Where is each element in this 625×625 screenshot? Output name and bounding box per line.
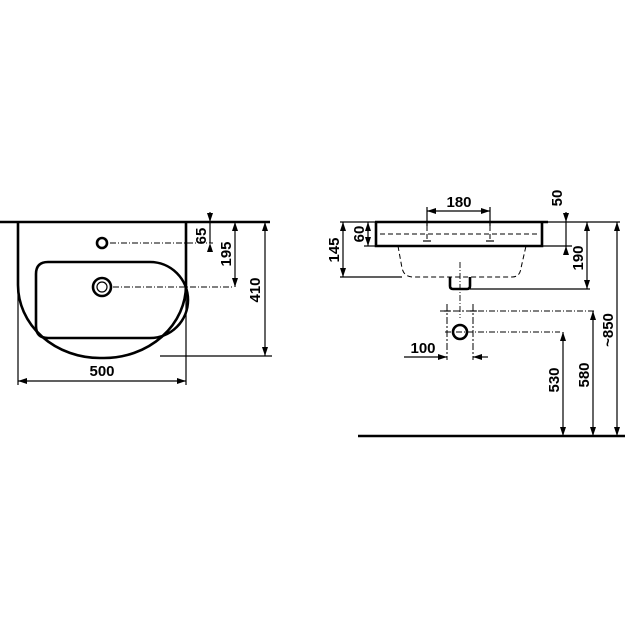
tap-hole-left — [423, 226, 431, 242]
side-view: 180 50 60 145 190 — [326, 190, 625, 438]
dimension-580: 580 — [576, 311, 596, 436]
dimension-label-100: 100 — [410, 340, 435, 357]
dimension-label-50: 50 — [549, 190, 566, 207]
dimension-label-190: 190 — [570, 245, 587, 270]
dimension-180: 180 — [426, 194, 491, 226]
basin-rim-profile — [374, 222, 544, 248]
dimension-410: 410 — [247, 222, 268, 356]
dimension-145: 145 — [326, 222, 346, 277]
dimension-label-850: ~850 — [600, 313, 617, 347]
dimension-190: 190 — [570, 222, 590, 289]
dimension-label-530: 530 — [546, 367, 563, 392]
dimension-60: 60 — [351, 222, 371, 246]
waste-outlet-top — [91, 276, 113, 298]
supply-connections — [440, 304, 595, 360]
dimension-100: 100 — [404, 340, 488, 360]
dimension-label-500: 500 — [89, 363, 114, 380]
tap-hole-top — [95, 236, 109, 250]
basin-bowl-profile — [397, 245, 527, 278]
dimension-label-195: 195 — [218, 241, 235, 266]
dimension-label-180: 180 — [446, 194, 471, 211]
dimension-label-410: 410 — [247, 277, 264, 302]
basin-outline — [16, 222, 188, 360]
dimension-label-60: 60 — [351, 226, 368, 243]
dimension-label-145: 145 — [326, 237, 343, 262]
dimension-50: 50 — [549, 190, 569, 255]
dimension-850: ~850 — [600, 222, 620, 436]
top-view: 65 195 410 500 — [0, 212, 272, 385]
dimension-500: 500 — [17, 288, 187, 385]
waste-outlet-top-inner — [96, 281, 108, 293]
dimension-195: 195 — [218, 222, 238, 287]
basin-bowl — [34, 260, 190, 340]
dimension-530: 530 — [546, 332, 566, 436]
dimension-label-65: 65 — [193, 228, 210, 245]
dimension-65: 65 — [193, 212, 213, 252]
tap-hole-right — [486, 226, 494, 242]
dimension-label-580: 580 — [576, 362, 593, 387]
